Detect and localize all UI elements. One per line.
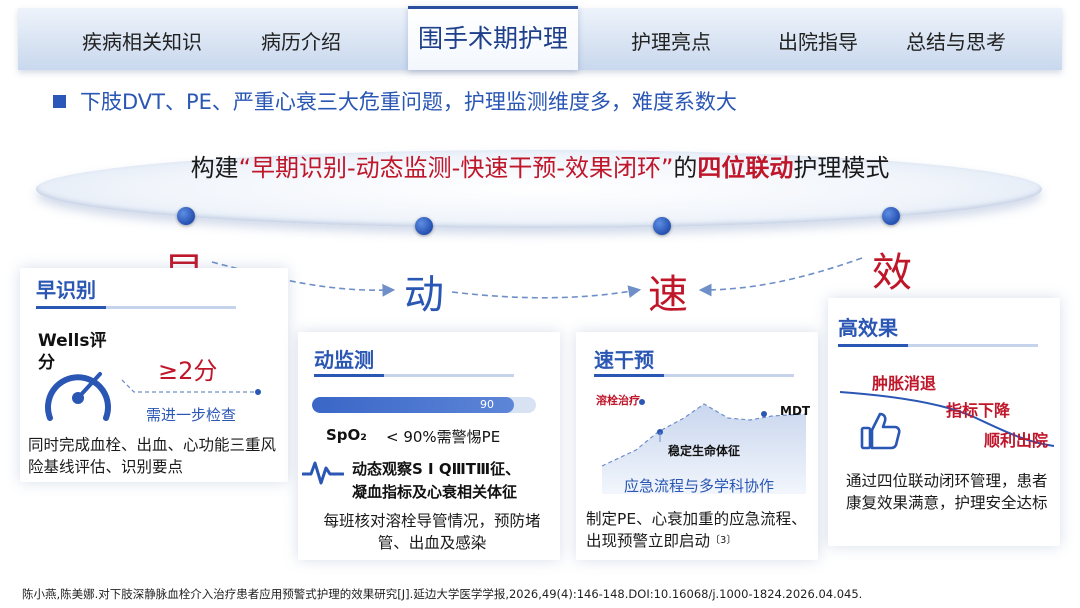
- card-early-body: 同时完成血栓、出血、心功能三重风险基线评估、识别要点: [28, 436, 277, 476]
- wells-score-label: Wells评分: [38, 331, 107, 373]
- observe-line-1: 动态观察S I QⅢTⅢ征、: [352, 460, 521, 478]
- nav-tab-summary[interactable]: 总结与思考: [906, 30, 1006, 54]
- timeline-dot-1: [177, 207, 195, 225]
- card-fast-ref: 〔3〕: [710, 535, 737, 546]
- spo2-threshold-text: < 90%需警惕PE: [386, 428, 501, 446]
- intervention-mountain-graphic: [601, 399, 807, 494]
- model-title-suffix: 护理模式: [793, 154, 890, 182]
- observe-line-2: 凝血指标及心衰相关体征: [352, 483, 518, 501]
- card-effect-body: 通过四位联动闭环管理，患者康复效果满意，护理安全达标: [846, 472, 1048, 512]
- model-title-quote: “早期识别-动态监测-快速干预-效果闭环”: [238, 154, 674, 182]
- effect-tag-indicators: 指标下降: [946, 401, 1011, 420]
- model-title-highlight: 四位联动: [697, 154, 794, 182]
- emergency-flow-label: 应急流程与多学科协作: [624, 477, 775, 495]
- card-fast-title: 速干预: [594, 348, 654, 372]
- big-char-fast: 速: [648, 272, 688, 318]
- model-ellipse-band: [36, 150, 1042, 228]
- top-navigation: 疾病相关知识 病历介绍 围手术期护理 护理亮点 出院指导 总结与思考: [18, 6, 1062, 70]
- card-fast-body-text: 制定PE、心衰加重的应急流程、出现预警立即启动: [586, 510, 807, 550]
- heartbeat-icon: [302, 461, 344, 485]
- arrow-effect-to-fast: [698, 257, 863, 297]
- card-dynamic-underline: [314, 374, 514, 377]
- timeline-dot-4: [882, 207, 900, 225]
- model-title-prefix: 构建: [190, 154, 239, 182]
- card-fast-body: 制定PE、心衰加重的应急流程、出现预警立即启动〔3〕: [586, 508, 812, 552]
- nav-tab-case-intro[interactable]: 病历介绍: [261, 30, 341, 54]
- card-early-underline: [36, 306, 236, 309]
- card-effect-title: 高效果: [838, 316, 898, 340]
- monitoring-progress-fill: [312, 397, 514, 413]
- arrow-dynamic-to-fast: [451, 285, 642, 299]
- card-high-effect: [828, 298, 1060, 546]
- threshold-connector: [121, 379, 261, 395]
- gauge-icon: [45, 372, 111, 421]
- label-mdt: MDT: [780, 404, 811, 418]
- headline-text: 下肢DVT、PE、严重心衰三大危重问题，护理监测维度多，难度系数大: [80, 90, 737, 114]
- card-early-identification: [20, 268, 288, 482]
- nav-tab-care-highlights[interactable]: 护理亮点: [631, 30, 711, 54]
- card-dynamic-body: 每班核对溶栓导管情况，预防堵管、出血及感染: [323, 512, 541, 552]
- big-char-effect: 效: [872, 250, 912, 296]
- card-effect-underline: [838, 344, 1038, 347]
- nav-tab-disease-knowledge[interactable]: 疾病相关知识: [82, 30, 202, 54]
- declining-curve: [839, 391, 1055, 447]
- spo2-label: SpO₂: [326, 426, 367, 444]
- card-dynamic-title: 动监测: [314, 348, 374, 372]
- card-fast-underline: [594, 374, 794, 377]
- timeline-dot-2: [415, 217, 433, 235]
- label-stable-vitals: 稳定生命体征: [668, 444, 741, 458]
- reference-citation: 陈小燕,陈美娜.对下肢深静脉血栓介入治疗患者应用预警式护理的效果研究[J].延边…: [22, 587, 863, 601]
- effect-tag-discharge: 顺利出院: [984, 431, 1049, 450]
- nav-tab-discharge-guide[interactable]: 出院指导: [778, 30, 858, 54]
- label-thrombolysis: 溶栓治疗: [596, 394, 640, 407]
- nav-tab-perioperative-care[interactable]: 围手术期护理: [408, 6, 579, 70]
- model-title-mid: 的: [673, 154, 698, 182]
- model-title: 构建“早期识别-动态监测-快速干预-效果闭环”的四位联动护理模式: [0, 148, 1080, 183]
- thumbs-up-icon: [860, 412, 901, 450]
- monitoring-progress-value: 90: [480, 398, 494, 411]
- further-check-note: 需进一步检查: [146, 406, 237, 424]
- big-char-dynamic: 动: [404, 272, 444, 318]
- card-early-title: 早识别: [36, 278, 96, 302]
- wells-threshold: ≥2分: [158, 357, 218, 385]
- monitoring-progress-bar: [312, 397, 536, 413]
- card-dynamic-monitoring: [298, 332, 560, 560]
- effect-tag-swelling: 肿胀消退: [872, 374, 937, 393]
- timeline-dot-3: [653, 217, 671, 235]
- headline-bullet: [53, 95, 66, 108]
